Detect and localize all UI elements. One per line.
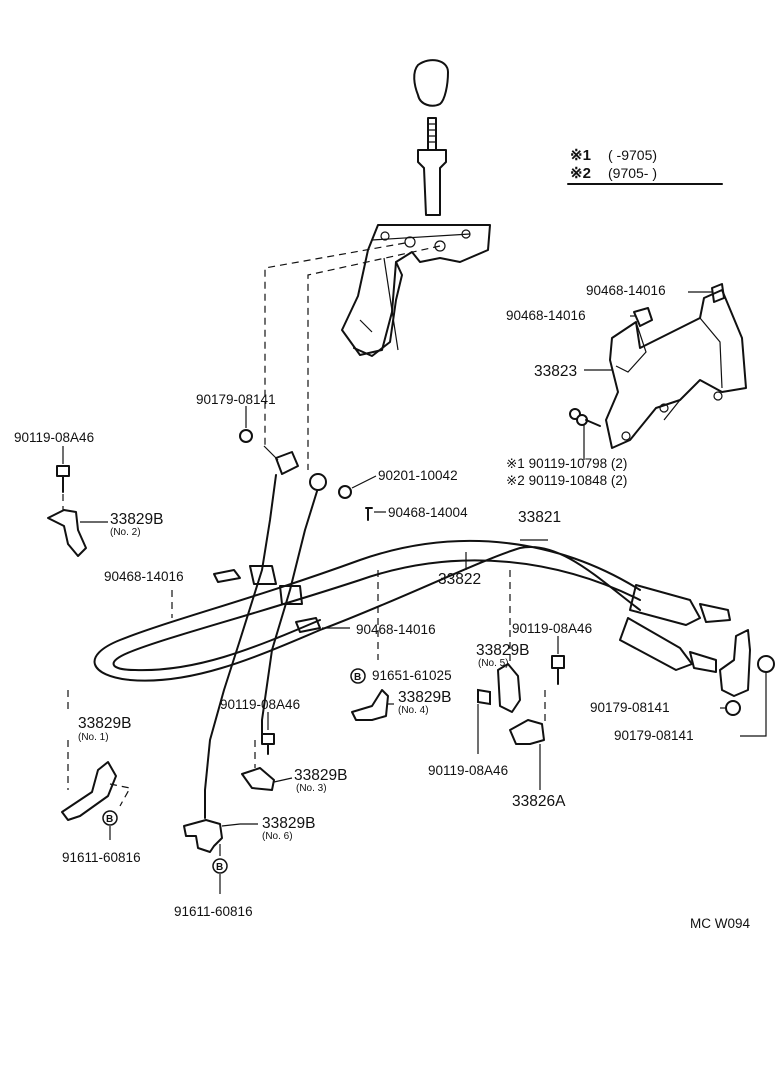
label-33829B-no1: 33829B [78,715,131,732]
label-90468-14016-b: 90468-14016 [506,308,586,323]
legend: ※1 ( -9705) ※2 (9705- ) [567,147,723,185]
shift-lever-assembly [341,59,491,357]
legend-row2-mark: ※2 [570,165,591,182]
label-90179-08141-top: 90179-08141 [196,392,276,407]
label-33829B-no3: 33829B [294,767,347,784]
label-91611-60816-a: 91611-60816 [62,850,141,865]
nut-90201 [338,475,377,499]
bolt-90119-right [544,636,565,722]
label-33829B-no5: 33829B [476,642,529,659]
label-no5: (No. 5) [478,658,509,669]
shift-cables [93,445,751,819]
b-mark-no1: B [106,814,113,825]
label-33829B-no2: 33829B [110,511,163,528]
legend-row1-range: ( -9705) [608,147,657,163]
leader-lever-cable2 [307,245,441,470]
label-90468-14016-a: 90468-14016 [586,283,666,298]
figure-code: MC W094 [690,916,751,931]
nut-90179-top [239,406,253,443]
label-no3: (No. 3) [296,783,327,794]
label-no4: (No. 4) [398,705,429,716]
label-90179-08141-r1: 90179-08141 [590,700,670,715]
label-33829B-no4: 33829B [398,689,451,706]
clamp-no1: B [61,690,131,840]
label-no1: (No. 1) [78,732,109,743]
b-mark-no6: B [216,862,223,873]
label-90468-14004: 90468-14004 [388,505,468,520]
bolt-90119-left [56,446,70,510]
bracket-33823 [605,283,747,449]
clamp-no2 [47,509,108,557]
bolt-pair [569,408,601,427]
legend-row2-range: (9705- ) [608,165,657,181]
clamp-no3 [241,712,293,791]
bracket-33826A [509,719,545,790]
clip-90468-left [171,569,241,618]
legend-row1-mark: ※1 [570,147,591,164]
label-33822: 33822 [438,571,481,588]
label-no6: (No. 6) [262,831,293,842]
label-90119-08A46-bot: 90119-08A46 [428,763,508,778]
label-90468-14016-c: 90468-14016 [104,569,184,584]
label-90119-08A46-right: 90119-08A46 [512,621,592,636]
label-33826A: 33826A [512,793,566,810]
label-33823: 33823 [534,363,577,380]
label-90179-08141-r2: 90179-08141 [614,728,694,743]
clip-90468-mid [295,617,350,633]
label-91651-61025: 91651-61025 [372,668,452,683]
label-91611-60816-b: 91611-60816 [174,904,253,919]
label-90119-10848: ※2 90119-10848 (2) [506,473,627,488]
label-90201-10042: 90201-10042 [378,468,458,483]
label-33821: 33821 [518,509,561,526]
clamp-no5 [477,570,521,754]
label-90119-08A46-mid: 90119-08A46 [220,697,300,712]
nuts-90179-right [720,655,775,737]
label-33829B-no6: 33829B [262,815,315,832]
label-no2: (No. 2) [110,527,141,538]
b-mark-no4: B [354,672,361,683]
label-90119-10798: ※1 90119-10798 (2) [506,456,627,471]
clip-90468-14004 [365,507,386,660]
label-90119-08A46-left: 90119-08A46 [14,430,94,445]
clamp-no6: B [183,819,258,894]
clamp-no4: B [350,668,394,721]
label-90468-14016-d: 90468-14016 [356,622,436,637]
